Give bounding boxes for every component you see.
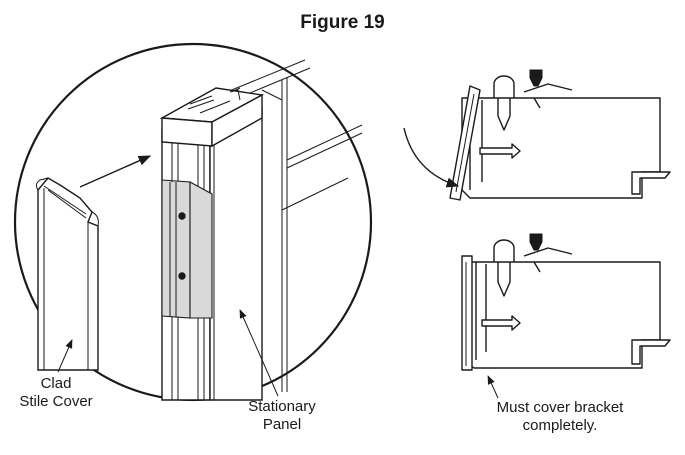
fastener-icon [529, 69, 543, 87]
section-after-install [461, 233, 671, 399]
clad-stile-cover-label: Clad Stile Cover [4, 375, 108, 411]
must-cover-bracket-label-line1: Must cover bracket [496, 399, 624, 416]
magnified-detail [13, 42, 373, 402]
bracket-screw-icon [178, 212, 186, 220]
stile-top-cap [159, 87, 265, 148]
fastener-icon [529, 233, 543, 251]
stationary-panel-leader-arrow [239, 309, 279, 397]
stationary-panel-label-line2: Panel [262, 416, 302, 433]
bracket-screw-icon [178, 272, 186, 280]
cover-bracket-leader-arrow [487, 375, 499, 399]
stationary-panel-label: Stationary Panel [232, 398, 332, 434]
install-direction-arrow [79, 155, 152, 188]
clad-stile-cover-label-line2: Stile Cover [19, 393, 93, 410]
figure-title: Figure 19 [300, 12, 385, 33]
must-cover-bracket-label: Must cover bracket completely. [460, 399, 660, 435]
stationary-panel-label-line1: Stationary [248, 398, 316, 415]
mounting-bracket [161, 148, 213, 319]
rotate-cover-arrow [403, 127, 460, 188]
clad-stile-cover-label-line1: Clad [40, 375, 72, 392]
clad-stile-cover-piece [35, 177, 99, 371]
section-before-install [403, 69, 671, 201]
must-cover-bracket-label-line2: completely. [522, 417, 598, 434]
clad-cover-leader-arrow [57, 339, 73, 373]
